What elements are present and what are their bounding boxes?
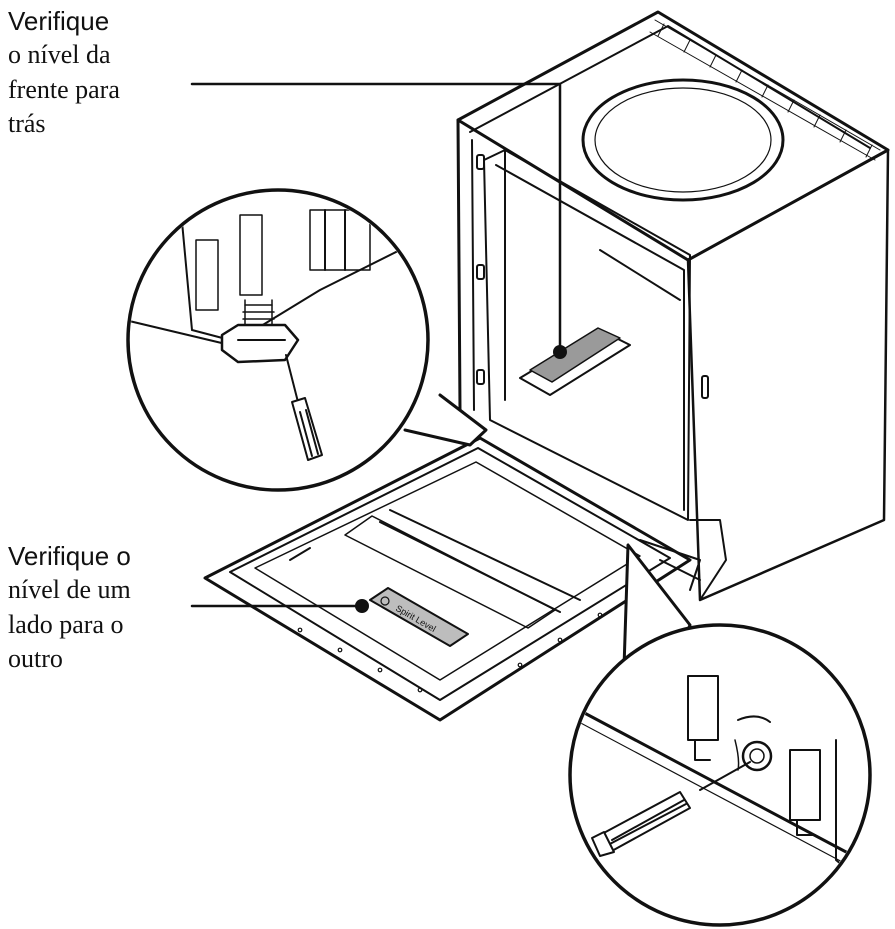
label-side-to-side: Verifique o nível de um lado para o outr… (8, 539, 131, 676)
zoom-circle-rear-screw (568, 543, 872, 927)
label-side-to-side-line3: lado para o (8, 609, 124, 639)
open-door: Spirit Level (203, 436, 692, 722)
label-front-to-back-line3: frente para (8, 74, 120, 104)
label-front-to-back-line4: trás (8, 108, 46, 138)
label-front-to-back-line1: Verifique (8, 6, 110, 36)
callout-lines (190, 82, 567, 613)
label-side-to-side-line2: nível de um (8, 575, 131, 605)
label-side-to-side-line4: outro (8, 643, 63, 673)
label-side-to-side-line1: Verifique o (8, 541, 131, 571)
dishwasher-cabinet (456, 10, 890, 602)
label-front-to-back: Verifique o nível da frente para trás (8, 4, 120, 141)
label-front-to-back-line2: o nível da (8, 40, 111, 70)
zoom-circle-foot (126, 188, 488, 492)
